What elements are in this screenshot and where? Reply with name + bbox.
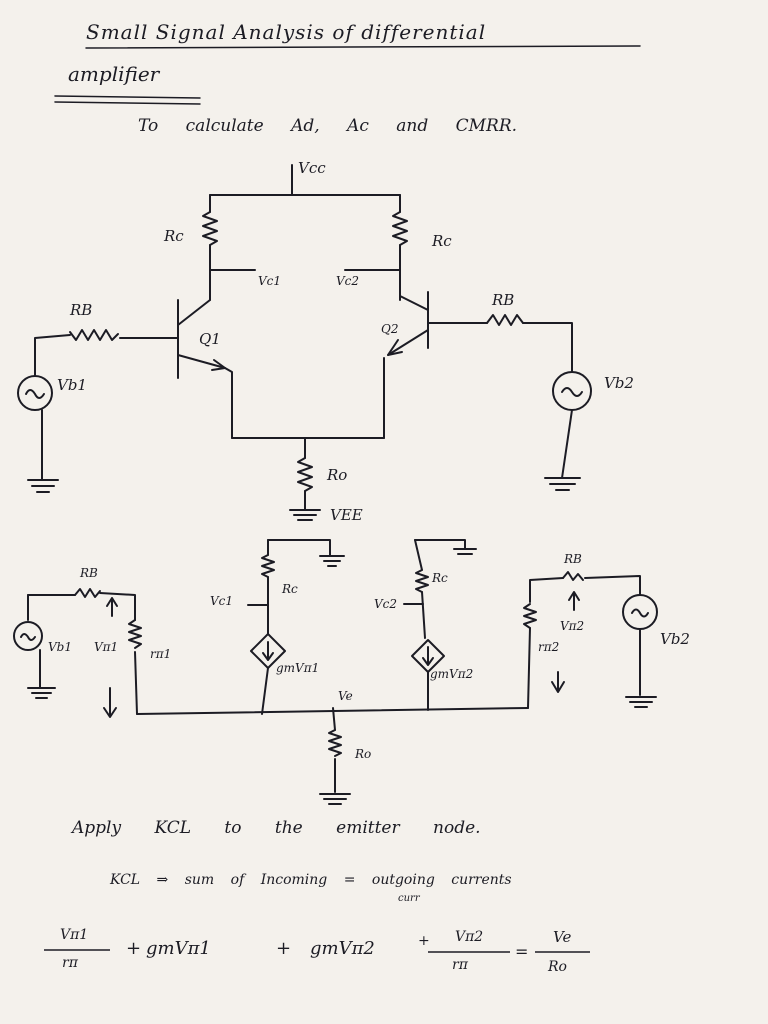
rc-left-label-2: Rc xyxy=(282,582,298,596)
eq-t4-num: Vπ2 xyxy=(455,929,484,945)
vb1-source xyxy=(17,375,53,411)
circuit-2 xyxy=(13,539,658,805)
vee-label: VEE xyxy=(330,506,363,524)
eq-t1-den: rπ xyxy=(62,955,78,971)
eq-t2: gmVπ1 xyxy=(146,938,211,959)
rb-right-resistor xyxy=(486,314,524,326)
rc-left-resistor-2 xyxy=(261,554,275,578)
ground-5 xyxy=(319,793,351,805)
kcl-definition: KCL ⇒ sum of Incoming = outgoing current… xyxy=(110,872,512,888)
ground-4 xyxy=(625,696,657,708)
vb1-label: Vb1 xyxy=(57,376,87,394)
gm1-label: gmVπ1 xyxy=(276,661,320,675)
rc-right-label: Rc xyxy=(432,232,452,250)
rc-left-label: Rc xyxy=(164,227,184,245)
eq-rhs-num: Ve xyxy=(553,928,572,946)
current-arrow-up-2 xyxy=(568,591,580,611)
rb-left-resistor-2 xyxy=(74,588,101,598)
title-line-1: Small Signal Analysis of differential xyxy=(86,20,487,44)
eq-plus-3: + xyxy=(418,933,430,949)
q1-label: Q1 xyxy=(199,330,221,348)
ground-2 xyxy=(544,477,581,491)
circuit-1 xyxy=(17,164,592,521)
gm2-label: gmVπ2 xyxy=(430,667,474,681)
ro-label-1: Ro xyxy=(327,466,348,484)
ro-resistor-1 xyxy=(297,457,313,492)
rc-right-label-2: Rc xyxy=(432,571,448,585)
ro-resistor-2 xyxy=(328,729,342,757)
ground-1 xyxy=(27,479,59,493)
vb2-label: Vb2 xyxy=(604,374,634,392)
subtitle: To calculate Ad, Ac and CMRR. xyxy=(138,116,518,136)
rb-left-label-2: RB xyxy=(80,566,98,580)
ro-label-2: Ro xyxy=(355,747,372,761)
title-underline xyxy=(85,45,641,49)
rc-right-resistor xyxy=(392,211,408,246)
vb1-label-2: Vb1 xyxy=(48,640,72,654)
vb1-source-2 xyxy=(13,621,43,651)
vc1-label-2: Vc1 xyxy=(210,594,234,608)
vc2-label-2: Vc2 xyxy=(374,597,398,611)
rpi1-resistor xyxy=(128,619,142,649)
q2-label: Q2 xyxy=(381,322,399,336)
eq-equals: = xyxy=(515,942,529,961)
rc-left-resistor xyxy=(202,211,218,246)
vee-symbol xyxy=(289,509,321,521)
vc1-label: Vc1 xyxy=(258,274,282,288)
heading-underline-1 xyxy=(54,95,201,99)
kcl-definition-sub: curr xyxy=(398,893,420,904)
ground-3 xyxy=(27,687,56,699)
vc2-label: Vc2 xyxy=(336,274,360,288)
heading-underline-2 xyxy=(54,101,201,105)
rpi2-label: rπ2 xyxy=(538,640,560,654)
current-arrow-down-1 xyxy=(103,687,117,718)
vpi2-label: Vπ2 xyxy=(560,619,585,633)
rb-left-label: RB xyxy=(70,301,93,319)
eq-t4-den: rπ xyxy=(452,957,468,973)
title-line-2: amplifier xyxy=(68,62,160,86)
rpi2-resistor xyxy=(523,603,537,629)
eq-t3: gmVπ2 xyxy=(310,938,375,959)
eq-plus-1: + xyxy=(126,938,142,959)
vpi1-label: Vπ1 xyxy=(94,640,119,654)
eq-plus-2: + xyxy=(276,938,292,959)
rb-right-resistor-2 xyxy=(562,571,584,581)
rpi1-label: rπ1 xyxy=(150,647,172,661)
eq-rhs-den: Ro xyxy=(548,959,567,975)
vcc-label: Vcc xyxy=(298,159,326,177)
rb-right-label-2: RB xyxy=(564,552,582,566)
current-arrow-up-1 xyxy=(106,597,118,617)
rc-right-resistor-2 xyxy=(415,569,429,593)
ve-label: Ve xyxy=(338,689,353,703)
rb-left-resistor xyxy=(69,329,119,341)
current-arrow-down-2 xyxy=(551,671,565,693)
eq-t1-num: Vπ1 xyxy=(60,927,89,943)
kcl-statement: Apply KCL to the emitter node. xyxy=(72,818,481,838)
vb2-label-2: Vb2 xyxy=(660,630,690,648)
rb-right-label: RB xyxy=(492,291,515,309)
